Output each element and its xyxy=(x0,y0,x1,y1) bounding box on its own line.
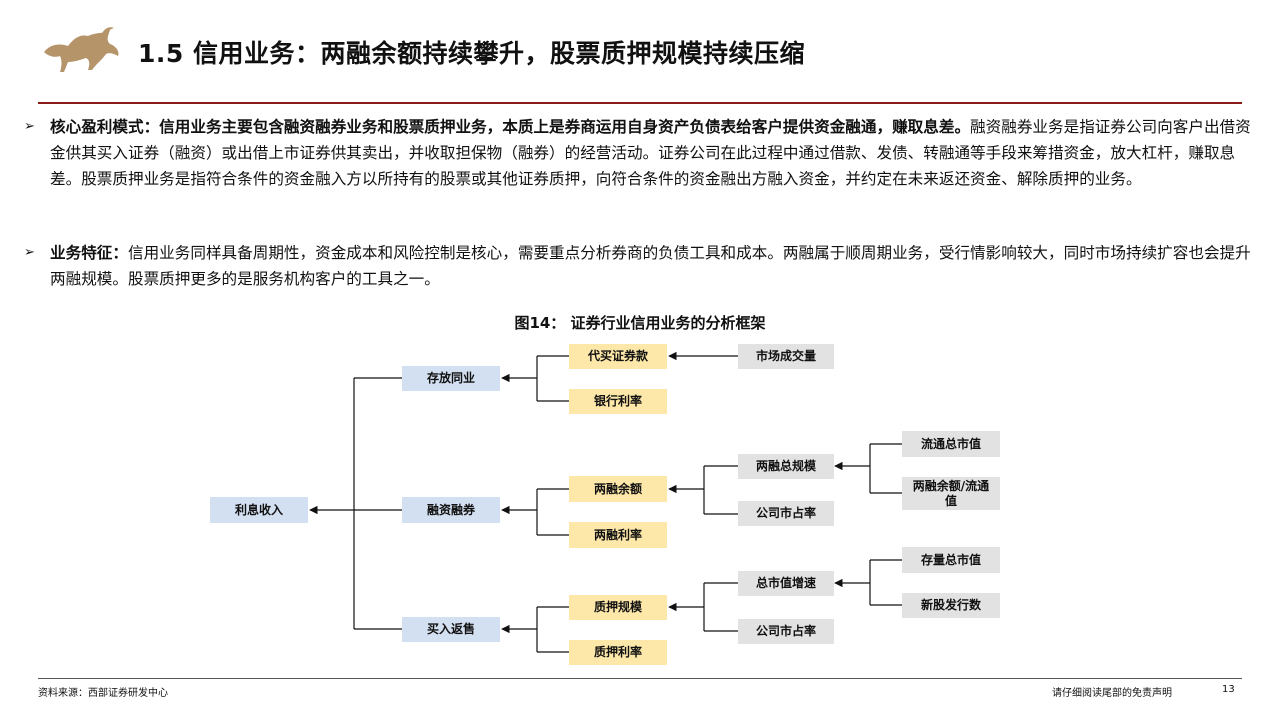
bullet-arrow-icon: ➢ xyxy=(24,245,35,260)
page-title: 1.5 信用业务：两融余额持续攀升，股票质押规模持续压缩 xyxy=(138,39,805,68)
paragraph-body: 信用业务同样具备周期性，资金成本和风险控制是核心，需要重点分析券商的负债工具和成… xyxy=(50,244,1251,288)
figure-title: 图14： 证券行业信用业务的分析框架 xyxy=(514,314,766,332)
node-float-cap: 流通总市值 xyxy=(902,431,1000,457)
paragraph-lead: 业务特征： xyxy=(50,243,128,262)
node-margin-total: 两融总规模 xyxy=(738,454,834,479)
node-margin-float-ratio: 两融余额/流通值 xyxy=(902,477,1000,510)
node-market-volume: 市场成交量 xyxy=(738,344,834,369)
node-ipo-count: 新股发行数 xyxy=(902,593,1000,618)
node-cap-growth: 总市值增速 xyxy=(738,571,834,596)
bullet-arrow-icon: ➢ xyxy=(24,119,35,134)
disclaimer-note: 请仔细阅读尾部的免责声明 xyxy=(1052,688,1172,699)
node-bank-rate: 银行利率 xyxy=(569,389,667,414)
paragraph-lead: 核心盈利模式：信用业务主要包含融资融券业务和股票质押业务，本质上是券商运用自身资… xyxy=(50,117,971,136)
node-deposit-interbank: 存放同业 xyxy=(402,366,500,391)
paragraph-body: 融资融券业务是指证券公司向客户出借资金供其买入证券（融资）或出借上市证券供其卖出… xyxy=(50,118,1251,188)
node-pledge-rate: 质押利率 xyxy=(569,640,667,665)
bull-logo-icon xyxy=(44,27,119,72)
node-agency-securities: 代买证券款 xyxy=(569,344,667,369)
node-reverse-repo: 买入返售 xyxy=(402,617,500,642)
footer-divider xyxy=(38,678,1242,679)
node-market-share-margin: 公司市占率 xyxy=(738,501,834,526)
node-margin-balance: 两融余额 xyxy=(569,476,667,502)
node-margin-rate: 两融利率 xyxy=(569,522,667,548)
node-interest-income: 利息收入 xyxy=(210,497,308,523)
node-margin-financing: 融资融券 xyxy=(402,497,500,523)
source-note: 资料来源：西部证券研发中心 xyxy=(38,688,168,699)
page-number: 13 xyxy=(1222,684,1235,695)
node-pledge-scale: 质押规模 xyxy=(569,595,667,620)
node-market-share-pledge: 公司市占率 xyxy=(738,619,834,644)
title-divider xyxy=(38,102,1242,104)
node-stock-cap: 存量总市值 xyxy=(902,547,1000,573)
